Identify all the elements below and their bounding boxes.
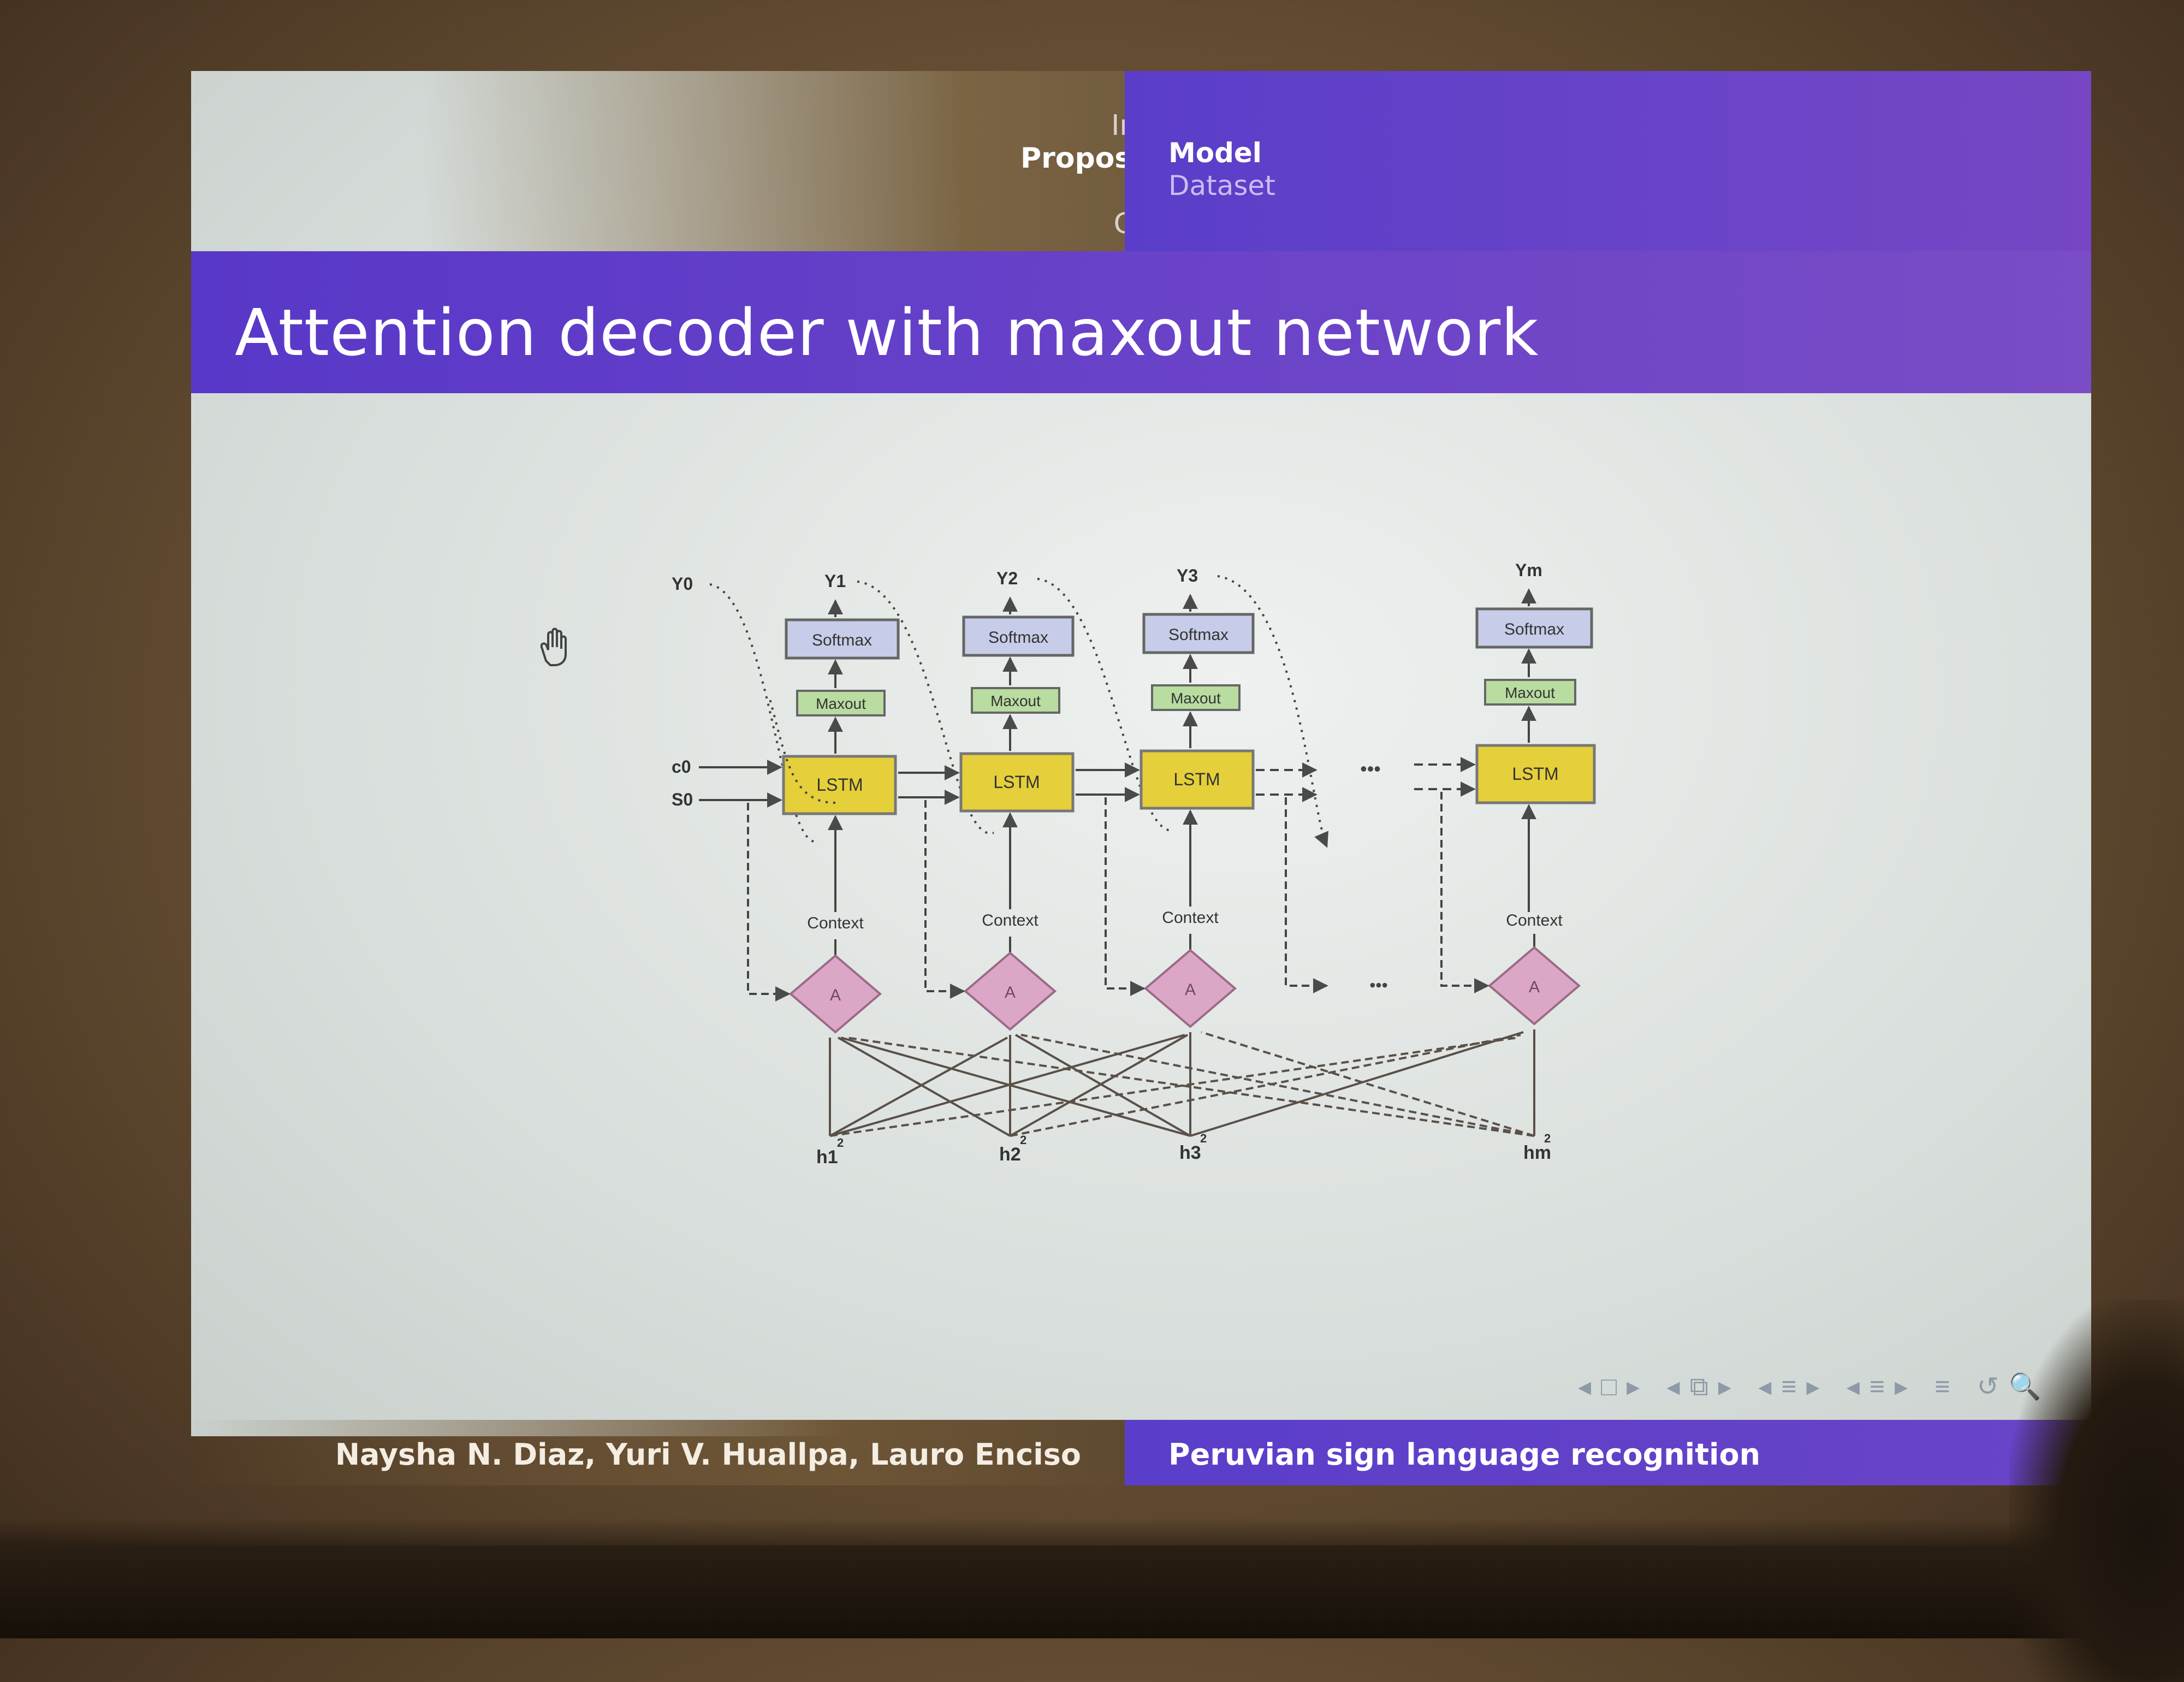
- maxout-label-2: Maxout: [990, 692, 1041, 709]
- encoder-state-h1: h1 2: [816, 1136, 844, 1168]
- maxout-box-2: [971, 687, 1060, 714]
- presentation-slide: Introduction Propose method Result Concl…: [191, 71, 2091, 1491]
- svg-text:h3: h3: [1179, 1142, 1201, 1163]
- attention-decoder-diagram: Y0 Y1 Softmax Maxout LSTM Context A c0 S…: [672, 560, 1596, 1168]
- s0-label: S0: [672, 790, 693, 809]
- svg-text:hm: hm: [1523, 1142, 1551, 1163]
- subsection-navigation: Model Dataset: [1125, 71, 2091, 251]
- lstm-box-m: [1475, 744, 1596, 804]
- softmax-box-3: [1142, 613, 1255, 654]
- lstm-box-1: [782, 755, 897, 815]
- decoder-step-3: Y3 Softmax Maxout LSTM Context A: [1105, 566, 1255, 1028]
- svg-text:h1: h1: [816, 1147, 838, 1168]
- svg-text:2: 2: [1020, 1133, 1026, 1147]
- footer-authors: Naysha N. Diaz, Yuri V. Huallpa, Lauro E…: [335, 1437, 1081, 1472]
- context-label-2: Context: [982, 911, 1038, 929]
- y3-feedback-curve: [1217, 575, 1328, 848]
- encoder-attention-connections: [829, 1029, 1535, 1137]
- lstm-label-2: LSTM: [993, 772, 1040, 792]
- softmax-label-1: Softmax: [812, 631, 872, 649]
- attention-node-2: [963, 951, 1057, 1031]
- footer-title-bar: Peruvian sign language recognition: [1125, 1420, 2091, 1485]
- output-label-y2: Y2: [996, 568, 1018, 588]
- attention-node-3: [1143, 949, 1237, 1028]
- svg-text:2: 2: [1200, 1132, 1207, 1145]
- attention-label-2: A: [1005, 984, 1016, 1002]
- svg-text:h2: h2: [999, 1144, 1021, 1165]
- attention-label-1: A: [830, 986, 841, 1004]
- decoder-step-1: Y1 Softmax Maxout LSTM Context A: [747, 571, 900, 1034]
- y0-label: Y0: [672, 574, 693, 594]
- softmax-label-2: Softmax: [988, 629, 1048, 647]
- decoder-step-m: Ym Softmax Maxout LSTM Context A: [1440, 560, 1596, 1026]
- c0-label: c0: [672, 757, 691, 777]
- attention-node-m: [1487, 946, 1581, 1026]
- nav-subsection-model[interactable]: Model: [1168, 137, 1262, 169]
- footer-talk-title: Peruvian sign language recognition: [1168, 1437, 1761, 1472]
- hand-cursor-icon: [540, 627, 567, 666]
- softmax-label-3: Softmax: [1168, 626, 1228, 644]
- output-label-y3: Y3: [1177, 566, 1198, 585]
- maxout-box-m: [1484, 679, 1576, 706]
- svg-text:2: 2: [837, 1136, 844, 1150]
- softmax-box-m: [1475, 607, 1593, 649]
- maxout-box-1: [796, 690, 886, 716]
- beamer-navigation-symbols[interactable]: ◂□▸ ◂⧉▸ ◂≡▸ ◂≡▸ ≡ ↺🔍: [1578, 1372, 2051, 1401]
- decoder-step-2: Y2 Softmax Maxout LSTM Context A: [924, 568, 1075, 1031]
- encoder-state-hm: hm 2: [1523, 1132, 1551, 1163]
- lstm-label-1: LSTM: [816, 775, 863, 795]
- softmax-label-m: Softmax: [1504, 620, 1564, 638]
- lstm-box-3: [1140, 749, 1255, 810]
- context-label-m: Context: [1506, 911, 1563, 929]
- maxout-label-3: Maxout: [1171, 690, 1221, 707]
- attention-node-1: [788, 954, 882, 1034]
- softmax-box-1: [785, 618, 900, 660]
- attention-label-m: A: [1529, 978, 1540, 996]
- output-label-y1: Y1: [824, 571, 846, 591]
- attention-label-3: A: [1185, 981, 1196, 999]
- encoder-state-h3: h3 2: [1179, 1132, 1207, 1163]
- slide-title: Attention decoder with maxout network: [235, 295, 1539, 370]
- lstm-label-3: LSTM: [1173, 769, 1220, 789]
- nav-subsection-dataset[interactable]: Dataset: [1168, 170, 1275, 202]
- audience-head-silhouette: [2009, 1300, 2184, 1682]
- lstm-label-m: LSTM: [1512, 764, 1558, 784]
- footer-authors-bar: Naysha N. Diaz, Yuri V. Huallpa, Lauro E…: [191, 1420, 1125, 1485]
- y2-feedback-curve: [1037, 578, 1174, 832]
- floor-band: [0, 1545, 2184, 1638]
- maxout-label-1: Maxout: [816, 695, 866, 712]
- title-bar: Attention decoder with maxout network: [191, 251, 2091, 393]
- softmax-box-2: [962, 615, 1075, 657]
- maxout-label-m: Maxout: [1505, 684, 1555, 701]
- state-to-attention-cont: [1285, 797, 1328, 993]
- output-label-ym: Ym: [1515, 560, 1542, 580]
- svg-text:2: 2: [1544, 1132, 1551, 1145]
- maxout-box-3: [1151, 684, 1241, 711]
- context-label-1: Context: [807, 914, 864, 932]
- lstm-box-2: [959, 752, 1075, 813]
- ellipsis-attention: •••: [1369, 975, 1388, 995]
- encoder-state-h2: h2 2: [999, 1133, 1026, 1165]
- context-label-3: Context: [1162, 909, 1219, 927]
- ellipsis-lstm: •••: [1360, 757, 1381, 780]
